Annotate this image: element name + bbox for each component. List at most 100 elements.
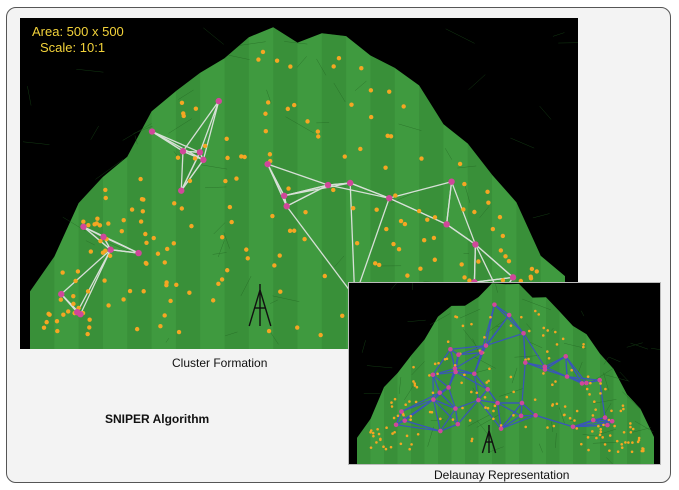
cluster-head [393,422,399,428]
sensor-node [509,375,513,379]
sensor-node [175,155,181,160]
network-link [180,151,184,191]
network-link [440,423,459,432]
sensor-node [601,436,604,439]
sensor-node [629,425,632,429]
scale-label: Scale: 10:1 [40,40,106,55]
sensor-node [500,278,506,283]
cluster-head [483,343,489,348]
sensor-node [599,427,603,431]
network-link [599,380,606,418]
cluster-head [324,181,332,189]
network-link [83,226,112,251]
sensor-node [622,407,625,411]
sensor-node [401,104,406,109]
sensor-node [342,154,347,159]
sensor-node [391,432,394,435]
cluster-head [456,352,461,357]
network-link [110,249,139,254]
sensor-node [414,400,418,404]
network-link [593,419,608,426]
network-link [395,411,403,426]
sensor-node [489,315,492,319]
network-link [395,424,441,432]
sensor-node [292,102,297,108]
network-link [199,100,220,153]
network-link [267,163,329,186]
sensor-node [256,57,261,62]
sensor-node [382,445,385,449]
network-link [572,424,608,428]
sensor-node [602,423,605,427]
sensor-node [129,207,135,212]
sensor-node [155,251,161,256]
sensor-node [187,290,192,295]
sensor-node [266,328,272,334]
cluster-heads [393,302,615,434]
sensor-node [384,447,388,451]
sensor-node [265,100,271,105]
sensor-node [244,247,249,252]
sensor-node [267,152,273,157]
sensor-node [485,381,489,384]
base-station-icon-small [481,425,497,454]
sensor-node [119,228,124,234]
network-link [202,100,220,161]
sensor-node [436,372,439,376]
sensor-node [431,391,435,395]
sensor-node [41,325,47,330]
cluster-head [264,160,271,168]
cluster-head [498,426,504,431]
network-link [432,374,441,393]
sensor-node [192,156,198,161]
sensor-node [467,278,472,283]
sensor-node [141,197,146,202]
sensor-node [416,208,422,214]
sensor-node [219,234,225,240]
sensor-node [95,216,100,221]
cluster-head [579,381,585,386]
cluster-head [542,367,548,372]
sensor-node [87,325,92,330]
sensor-node [288,64,293,69]
cluster-formation-view: Area: 500 x 500 Scale: 10:1 [20,18,578,349]
sensor-node [224,136,229,141]
sensor-node [432,257,438,262]
network-link [473,373,479,401]
sensor-node [599,392,602,395]
sensor-node [619,409,623,413]
sensor-node [599,382,602,385]
sensor-node [106,221,111,226]
sensor-node [295,325,300,330]
sensor-node [285,106,291,112]
sensor-node [459,262,464,267]
sensor-node [425,217,430,222]
sensor-node [419,156,424,161]
sensor-node [529,266,535,272]
sensor-node [374,207,379,212]
cluster-head [200,156,207,164]
sensor-node [368,88,374,93]
sensor-node [636,440,640,444]
network-link [439,408,456,432]
cluster-head [431,397,436,402]
sensor-node [286,186,291,191]
sensor-node [331,64,336,69]
sensor-node [627,441,630,444]
sensor-node [582,345,585,349]
sensor-node [75,269,81,274]
sensor-node [554,380,557,383]
sensor-node [391,241,396,247]
network-link [474,243,514,278]
sensor-node [316,134,321,139]
sensor-node [189,223,194,229]
cluster-head [476,397,481,403]
sensor-node [454,315,457,318]
sensor-node [487,379,490,383]
sensor-node [500,233,506,239]
sensor-node [608,449,611,452]
sensor-node [372,261,378,266]
sensor-node [570,368,573,372]
network-link [497,402,522,417]
sensor-node [610,409,613,413]
